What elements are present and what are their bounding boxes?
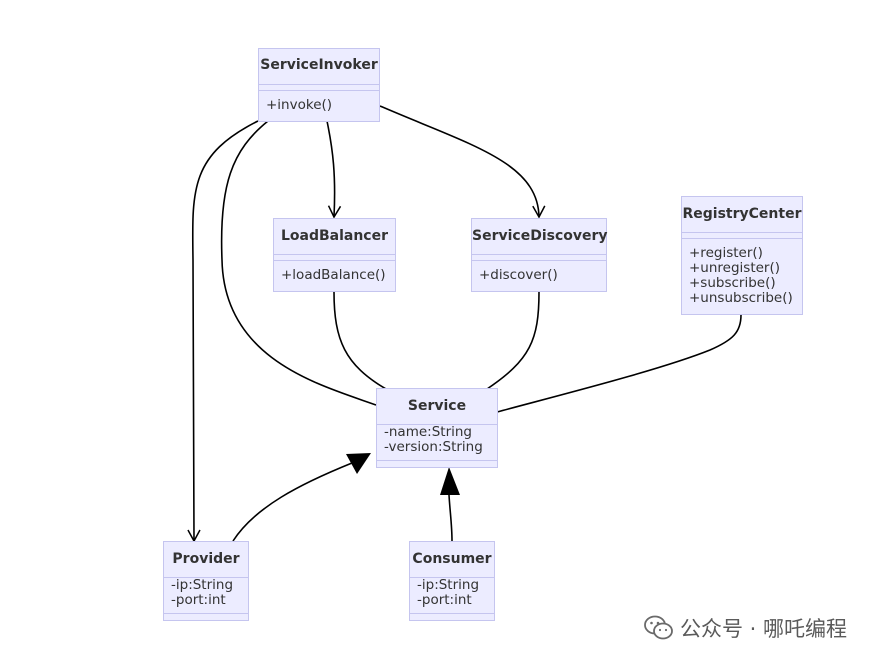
method-list: +invoke()	[266, 98, 375, 113]
class-name: Provider	[172, 551, 240, 567]
wechat-icon	[644, 615, 674, 641]
class-load-balancer[interactable]: LoadBalancer +loadBalance()	[273, 218, 396, 292]
inheritance-arrowhead-provider	[346, 453, 371, 474]
attribute-list: -name:String -version:String	[384, 425, 493, 455]
method: +loadBalance()	[281, 267, 386, 283]
method: +unregister()	[689, 260, 781, 276]
method: +invoke()	[266, 97, 333, 113]
class-name: ServiceDiscovery	[472, 228, 608, 244]
class-consumer[interactable]: Consumer -ip:String -port:int	[409, 541, 495, 621]
class-service[interactable]: Service -name:String -version:String	[376, 388, 498, 468]
edge-invoker-service	[220, 120, 377, 406]
watermark: 公众号 · 哪吒编程	[644, 613, 847, 643]
method: +register()	[689, 245, 763, 261]
attribute: -port:int	[417, 592, 472, 608]
attribute: -version:String	[384, 439, 483, 455]
edge-discovery-service	[486, 291, 540, 390]
edge-consumer-service	[448, 494, 453, 542]
attribute: -name:String	[384, 424, 472, 440]
class-name: RegistryCenter	[682, 206, 802, 222]
class-name: ServiceInvoker	[260, 57, 378, 73]
method: +subscribe()	[689, 275, 776, 291]
edge-loadbalancer-service	[333, 291, 387, 390]
class-name: LoadBalancer	[280, 228, 389, 244]
edge-provider-service	[232, 462, 353, 542]
class-name: Consumer	[412, 551, 492, 567]
class-registry-center[interactable]: RegistryCenter +register() +unregister()…	[681, 196, 803, 315]
edge-invoker-discovery	[379, 105, 546, 219]
method-list: +discover()	[479, 268, 602, 283]
method: +discover()	[479, 267, 558, 283]
attribute: -port:int	[171, 592, 226, 608]
watermark-text: 公众号 · 哪吒编程	[679, 617, 847, 641]
attribute: -ip:String	[171, 577, 234, 593]
method-list: +register() +unregister() +subscribe() +…	[689, 246, 798, 306]
method: +unsubscribe()	[689, 290, 793, 306]
class-service-discovery[interactable]: ServiceDiscovery +discover()	[471, 218, 608, 292]
edge-invoker-loadbalancer	[326, 120, 342, 219]
method-list: +loadBalance()	[281, 268, 391, 283]
class-provider[interactable]: Provider -ip:String -port:int	[163, 541, 249, 621]
class-service-invoker[interactable]: ServiceInvoker +invoke()	[258, 48, 380, 122]
attribute: -ip:String	[417, 577, 480, 593]
class-name: Service	[407, 398, 467, 414]
inheritance-arrowhead-consumer	[440, 467, 460, 495]
attribute-list: -ip:String -port:int	[171, 578, 244, 608]
edge-invoker-provider	[187, 120, 259, 543]
edge-registry-service	[496, 314, 742, 413]
attribute-list: -ip:String -port:int	[417, 578, 490, 608]
